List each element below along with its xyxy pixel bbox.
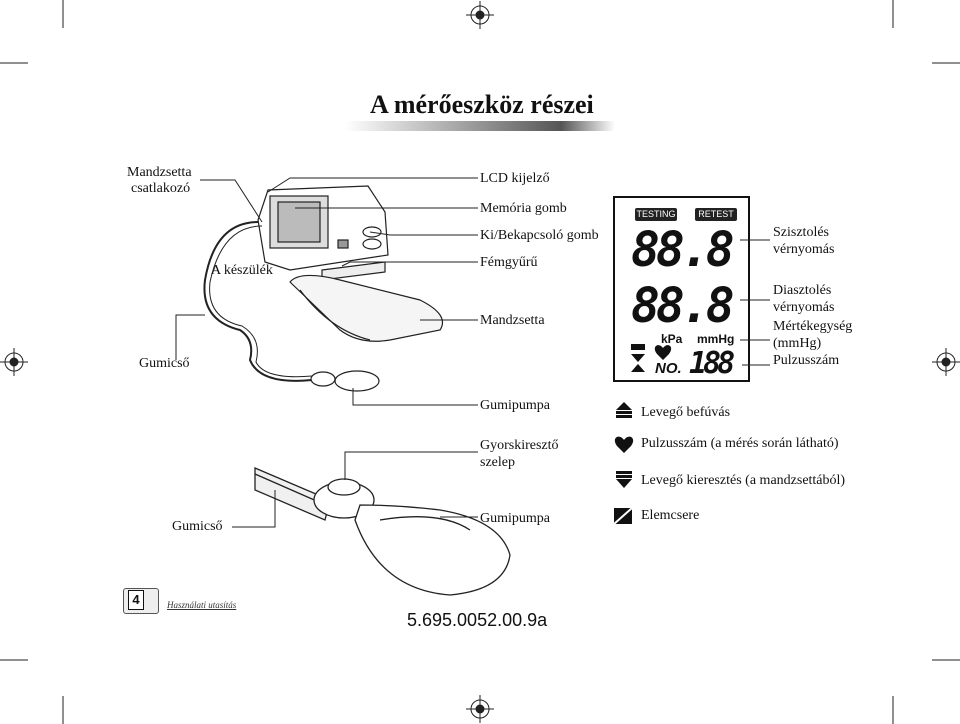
lcd-testing-tag: TESTING (635, 208, 677, 221)
registration-mark-left (0, 348, 28, 376)
registration-mark-right (932, 348, 960, 376)
lcd-retest-tag: RETEST (695, 208, 737, 221)
legend-inflate-text: Levegő befúvás (641, 405, 731, 420)
registration-mark-top (466, 1, 494, 29)
label-device: A készülék (211, 263, 273, 278)
manual-title: Használati utasítás (167, 600, 237, 610)
registration-mark-bottom (466, 695, 494, 723)
leader-lines-top (175, 177, 478, 406)
label-pulse: Pulzusszám (773, 353, 840, 368)
lcd-kpa: kPa (661, 332, 683, 346)
lcd-mmhg: mmHg (697, 332, 735, 346)
lcd-no: NO. (655, 360, 682, 377)
label-lcd: LCD kijelző (480, 171, 550, 186)
lcd-heart-icon (654, 345, 672, 360)
document-code: 5.695.0052.00.9a (407, 610, 548, 630)
legend-release-text: Levegő kieresztés (a mandzsettából) (641, 473, 846, 488)
label-cuff-connector-1: Mandzsetta (127, 165, 192, 180)
label-pump-bottom: Gumipumpa (480, 511, 550, 526)
label-cuff: Mandzsetta (480, 313, 545, 328)
label-unit-2: (mmHg) (773, 336, 822, 351)
title-underline (345, 121, 615, 131)
label-diastolic-2: vérnyomás (773, 300, 835, 315)
label-valve-2: szelep (480, 455, 515, 470)
lcd-diastolic-digits: 88.8 (631, 278, 735, 334)
label-pump-top: Gumipumpa (480, 398, 550, 413)
label-metal-ring: Fémgyűrű (480, 255, 538, 270)
page-number: 4 (128, 590, 144, 610)
lcd-systolic-digits: 88.8 (631, 222, 735, 278)
battery-icon (613, 507, 633, 525)
lcd-inflate-icon (631, 364, 645, 372)
page-title: A mérőeszköz részei (370, 90, 594, 119)
label-systolic-1: Szisztolés (773, 225, 829, 240)
air-inflate-icon (616, 402, 632, 418)
heart-icon (614, 436, 634, 453)
label-memory-button: Memória gomb (480, 201, 567, 216)
label-tube-bottom: Gumicső (172, 519, 223, 534)
label-tube-top: Gumicső (139, 356, 190, 371)
lcd-display: TESTING RETEST 88.8 88.8 kPa mmHg NO. 18… (613, 196, 750, 382)
label-power-button: Ki/Bekapcsoló gomb (480, 228, 599, 243)
air-release-icon (616, 471, 632, 488)
label-valve-1: Gyorskiresztő (480, 438, 559, 453)
valve-closeup (254, 467, 511, 596)
lcd-release-icon (631, 354, 645, 362)
label-systolic-2: vérnyomás (773, 242, 835, 257)
leader-lines-bottom (232, 451, 478, 528)
label-cuff-connector-2: csatlakozó (131, 181, 191, 196)
legend-pulse-text: Pulzusszám (a mérés során látható) (641, 436, 839, 451)
lcd-battery-icon (631, 344, 645, 350)
label-diastolic-1: Diasztolés (773, 283, 832, 298)
lcd-pulse-digits: 188 (689, 346, 735, 381)
label-unit-1: Mértékegység (773, 319, 853, 334)
legend-battery-text: Elemcsere (641, 508, 700, 523)
